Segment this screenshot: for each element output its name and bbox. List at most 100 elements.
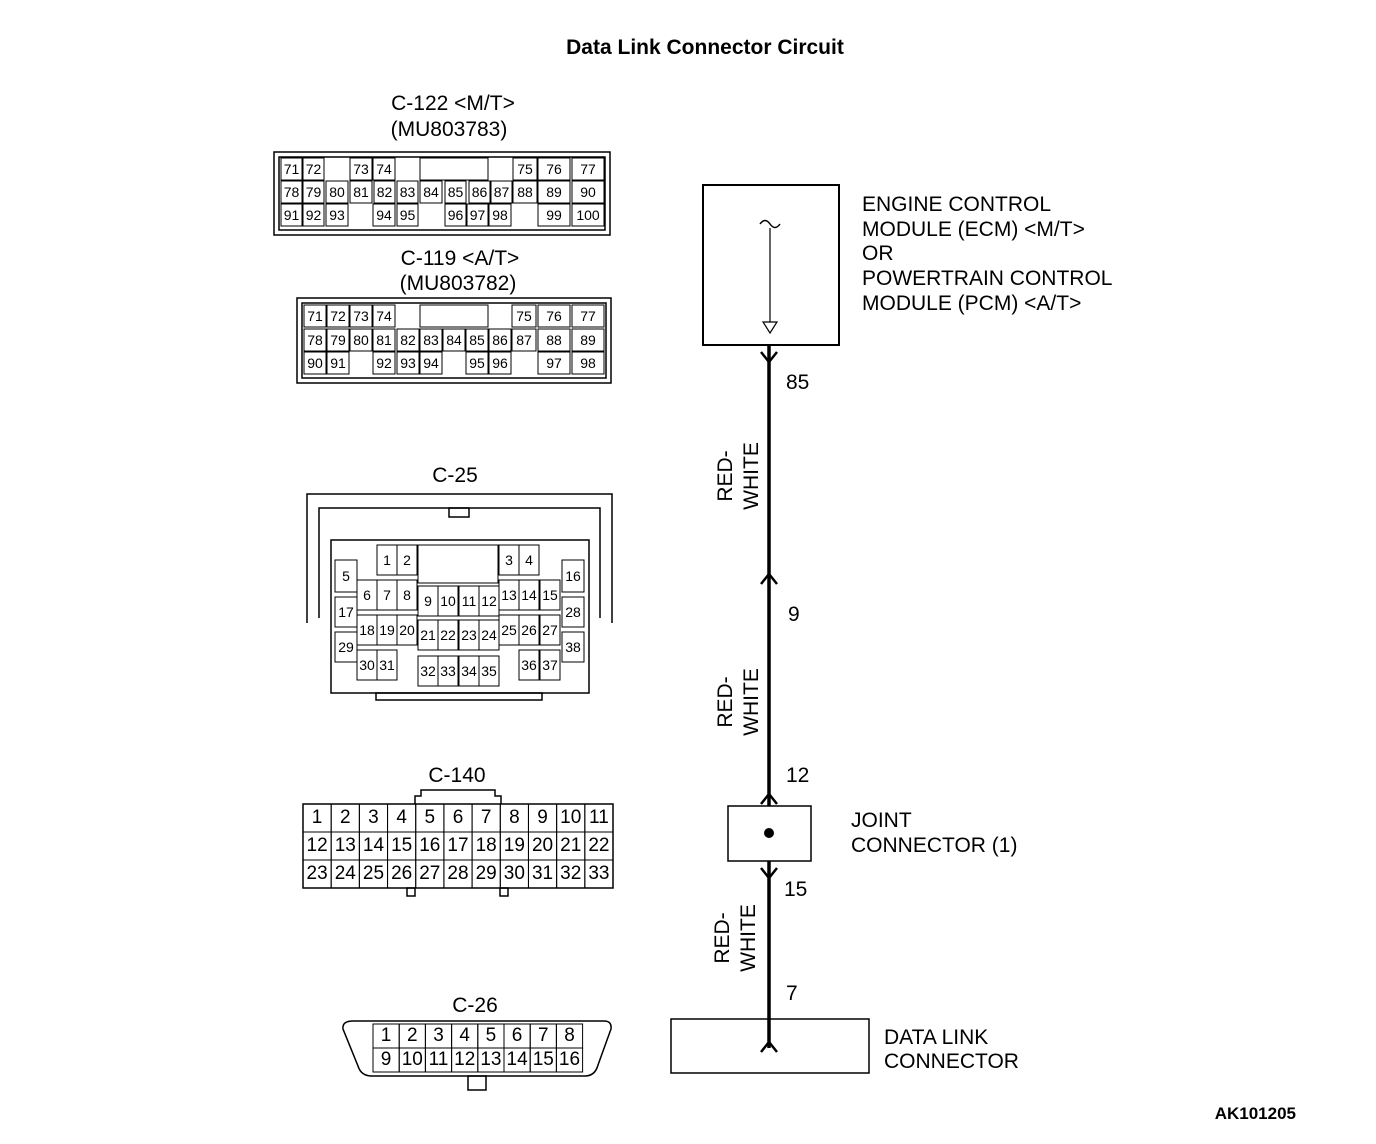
connector-c122-part: (MU803783) [391, 118, 508, 141]
ecm-label-line4: POWERTRAIN CONTROL [862, 267, 1112, 290]
c25-pin-27-label: 27 [542, 622, 558, 638]
c122-pin-99-label: 99 [546, 207, 562, 223]
c140-pin-33-label: 33 [588, 863, 609, 884]
c122-pin-95-cell [396, 203, 419, 227]
connector-c140-label: C-140 [428, 764, 485, 787]
c25-pin-28-cell [561, 596, 585, 628]
c25-pin-15-cell [539, 579, 561, 611]
c25-pin-11-label: 11 [462, 593, 477, 609]
wire-color-label-1: RED- WHITE [714, 442, 763, 510]
c119-pin-80-label: 80 [353, 332, 369, 348]
wire-color-1-line1: RED- [714, 450, 737, 501]
c119-pin-97-cell [537, 351, 571, 375]
c122-pin-74-label: 74 [376, 161, 392, 177]
terminal-15-icon [760, 867, 778, 881]
c122-pin-85-label: 85 [448, 184, 464, 200]
c140-pin-5-label: 5 [425, 807, 436, 828]
c140-pin-33-cell [584, 859, 614, 889]
c122-pin-82-label: 82 [377, 184, 393, 200]
dlc-label-line2: CONNECTOR [884, 1050, 1019, 1073]
c122-pin-87-cell [490, 180, 513, 204]
c119-pin-72-label: 72 [330, 308, 346, 324]
c25-pin-33-cell [437, 655, 459, 687]
c122-pin-72-label: 72 [306, 161, 322, 177]
connector-c26-label: C-26 [452, 994, 498, 1017]
c119-pin-71-label: 71 [307, 308, 323, 324]
c25-pin-20-label: 20 [399, 622, 415, 638]
c140-pin-2-label: 2 [340, 807, 351, 828]
c26-pin-2-label: 2 [407, 1025, 418, 1046]
c122-pin-96-label: 96 [448, 207, 464, 223]
c119-pin-79-label: 79 [330, 332, 346, 348]
c25-pin-36-cell [518, 649, 540, 681]
connector-c119-outer [296, 297, 612, 384]
c122-pin-99-cell [537, 203, 571, 227]
c140-pin-25-label: 25 [363, 863, 384, 884]
c26-pin-14-label: 14 [507, 1049, 529, 1070]
c122-pin-95-label: 95 [400, 207, 416, 223]
ecm-label-line5: MODULE (PCM) <A/T> [862, 292, 1081, 315]
terminal-7-icon [760, 1039, 778, 1053]
c122-pin-79-label: 79 [306, 184, 322, 200]
pin-label-85: 85 [786, 371, 809, 394]
c140-pin-1-label: 1 [312, 807, 323, 828]
c140-pin-10-label: 10 [560, 807, 581, 828]
c119-blank-block-cell [419, 304, 489, 328]
pin-label-15: 15 [784, 878, 807, 901]
c119-pin-80-cell [349, 328, 373, 352]
c25-pin-29-cell [334, 631, 358, 663]
c119-pin-92-cell [372, 351, 396, 375]
c140-pin-14-label: 14 [363, 835, 385, 856]
c122-pin-86-cell [468, 180, 491, 204]
connector-c26-shell [342, 1020, 612, 1077]
c122-pin-91-label: 91 [284, 207, 300, 223]
c140-pin-16-label: 16 [419, 835, 440, 856]
c140-pin-11-label: 11 [589, 807, 609, 828]
c25-pin-34-label: 34 [461, 663, 477, 679]
ecm-label-line3: OR [862, 242, 894, 265]
c119-pin-86-cell [488, 328, 512, 352]
c119-pin-93-label: 93 [400, 355, 416, 371]
connector-c122-inner [278, 156, 606, 231]
c25-pin-35-label: 35 [481, 663, 497, 679]
c119-pin-92-label: 92 [376, 355, 392, 371]
c25-pin-36-label: 36 [521, 657, 537, 673]
c25-pin-8-label: 8 [403, 587, 411, 603]
c122-pin-100-cell [571, 203, 605, 227]
c25-pin-1-label: 1 [383, 552, 391, 568]
c122-pin-92-cell [302, 203, 325, 227]
c26-pin-7-label: 7 [538, 1025, 549, 1046]
c122-pin-81-cell [349, 180, 373, 204]
c26-pin-5-label: 5 [486, 1025, 497, 1046]
c122-pin-93-label: 93 [329, 207, 345, 223]
c119-pin-87-label: 87 [516, 332, 532, 348]
c26-pin-10-label: 10 [402, 1049, 423, 1070]
c122-pin-80-label: 80 [329, 184, 345, 200]
c122-pin-88-label: 88 [517, 184, 533, 200]
c122-pin-98-label: 98 [492, 207, 508, 223]
pin-label-12: 12 [786, 764, 809, 787]
c140-pin-9-label: 9 [537, 807, 548, 828]
c119-pin-83-cell [419, 328, 443, 352]
c25-pin-12-label: 12 [481, 593, 497, 609]
c122-pin-91-cell [280, 203, 303, 227]
c26-pin-9-label: 9 [381, 1049, 392, 1070]
c122-pin-88-cell [512, 180, 538, 204]
c122-pin-94-cell [372, 203, 396, 227]
c122-pin-98-cell [488, 203, 512, 227]
c119-pin-82-label: 82 [400, 332, 416, 348]
c122-pin-77-label: 77 [580, 161, 596, 177]
dlc-box [670, 1018, 870, 1074]
c25-pin-15-label: 15 [542, 587, 558, 603]
c122-pin-72-cell [302, 157, 325, 181]
c119-pin-73-cell [349, 304, 373, 328]
c122-pin-90-label: 90 [580, 184, 596, 200]
c26-pin-16-cell [555, 1047, 584, 1073]
c25-pin-10-label: 10 [440, 593, 456, 609]
